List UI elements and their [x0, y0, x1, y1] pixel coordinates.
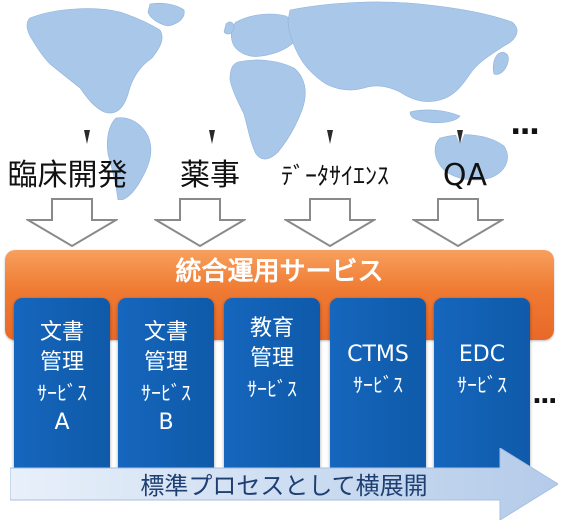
service-line: 教育	[249, 316, 294, 341]
service-line: 文書	[143, 320, 188, 345]
down-arrow-icon	[284, 198, 376, 248]
map-continent-south-america	[106, 117, 152, 200]
person-icon	[180, 84, 244, 158]
service-line: ｻｰﾋﾞｽ	[37, 381, 87, 405]
map-continent-europe	[230, 13, 298, 57]
service-line: 文書	[39, 320, 84, 345]
down-arrow-icon	[26, 198, 118, 248]
service-line: ｻｰﾋﾞｽ	[457, 373, 507, 397]
person-icon	[55, 84, 119, 158]
map-indonesia	[409, 109, 461, 124]
service-line: 管理	[39, 350, 84, 375]
service-line: EDC	[458, 342, 506, 367]
roles-more-ellipsis: ...	[510, 107, 540, 142]
map-continent-north-america	[26, 8, 163, 114]
role-label-regulatory: 薬事	[180, 158, 240, 193]
down-arrow-icon	[154, 198, 246, 248]
service-box-edc: EDC ｻｰﾋﾞｽ	[434, 298, 530, 478]
role-label-qa: QA	[442, 158, 488, 193]
service-box-training-management: 教育 管理 ｻｰﾋﾞｽ	[224, 298, 320, 478]
service-box-ctms: CTMS ｻｰﾋﾞｽ	[330, 298, 426, 478]
world-map-background	[26, 1, 518, 200]
person-icon	[428, 84, 492, 158]
person-icon	[298, 84, 362, 158]
right-arrow-icon	[10, 448, 558, 520]
services-more-ellipsis: ...	[532, 380, 558, 410]
service-line: ｻｰﾋﾞｽ	[353, 373, 403, 397]
service-line: A	[54, 410, 70, 435]
service-line: B	[158, 410, 174, 435]
service-line: ｻｰﾋﾞｽ	[141, 381, 191, 405]
service-box-document-management-a: 文書 管理 ｻｰﾋﾞｽ A	[14, 298, 110, 478]
map-continent-asia	[287, 1, 518, 102]
service-box-document-management-b: 文書 管理 ｻｰﾋﾞｽ B	[118, 298, 214, 478]
service-line: ｻｰﾋﾞｽ	[247, 377, 297, 401]
map-japan	[492, 52, 509, 75]
map-continent-australia	[434, 134, 508, 181]
map-greenland	[147, 2, 185, 27]
integrated-service-title: 統合運用サービス	[175, 257, 384, 287]
role-label-data-science: ﾃﾞｰﾀｻｲｴﾝｽ	[281, 162, 389, 190]
service-line: CTMS	[347, 342, 409, 367]
process-label: 標準プロセスとして横展開	[140, 472, 428, 500]
map-uk	[223, 21, 235, 35]
map-continent-africa	[229, 59, 306, 160]
role-label-clinical-development: 臨床開発	[7, 158, 128, 193]
service-line: 管理	[249, 346, 294, 371]
service-line: 管理	[143, 350, 188, 375]
down-arrow-icon	[412, 198, 504, 248]
